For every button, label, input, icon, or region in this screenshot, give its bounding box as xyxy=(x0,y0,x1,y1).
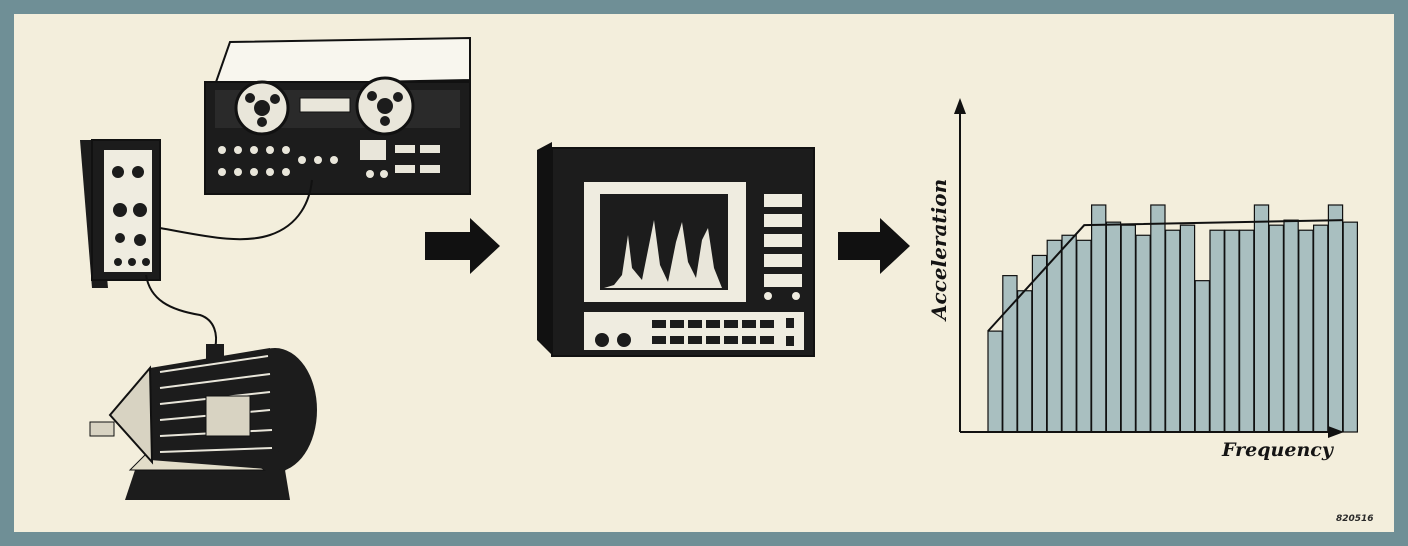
trend-line xyxy=(987,219,1344,332)
spectrum-bar xyxy=(1061,234,1077,433)
spectrum-bar xyxy=(1268,224,1284,433)
spectrum-bar xyxy=(1283,219,1299,433)
spectrum-bar xyxy=(1120,224,1136,433)
spectrum-bar xyxy=(1312,224,1329,433)
acceleration-frequency-chart: Acceleration Frequency xyxy=(927,98,1358,461)
spectrum-bar xyxy=(1135,234,1151,433)
electric-motor xyxy=(89,344,317,500)
spectrum-bar xyxy=(1238,229,1255,433)
spectrum-bar xyxy=(1194,280,1210,433)
spectrum-bar xyxy=(1164,229,1181,433)
spectrum-bar xyxy=(1327,204,1344,433)
spectrum-bar xyxy=(987,330,1003,433)
y-axis-arrowhead xyxy=(954,98,966,114)
spectrum-bar xyxy=(1179,224,1196,433)
spectrum-bar xyxy=(1150,204,1166,433)
tape-recorder xyxy=(204,36,471,195)
cables xyxy=(145,179,313,349)
x-axis-label: Frequency xyxy=(1221,439,1335,461)
spectrum-bar xyxy=(1046,239,1062,433)
spectrum-bar xyxy=(1031,254,1048,433)
spectrum-bar xyxy=(1253,204,1270,433)
spectrum-analyzer xyxy=(537,142,815,357)
spectrum-bar xyxy=(1090,204,1107,433)
spectrum-bar xyxy=(1342,221,1358,433)
arrow-right-2 xyxy=(838,218,910,274)
y-axis-label: Acceleration xyxy=(927,179,951,322)
spectrum-bar xyxy=(1002,275,1018,433)
spectrum-bar xyxy=(1209,229,1225,433)
x-axis-arrowhead xyxy=(1328,426,1344,438)
spectrum-bar xyxy=(1076,239,1092,433)
amplifier-unit xyxy=(80,139,161,288)
spectrum-bar xyxy=(1224,229,1240,433)
spectrum-bar xyxy=(1016,290,1033,433)
figure-code: 820516 xyxy=(1336,514,1374,524)
spectrum-bar xyxy=(1105,221,1122,433)
arrow-right-1 xyxy=(425,218,500,274)
spectrum-bar xyxy=(1298,229,1314,433)
